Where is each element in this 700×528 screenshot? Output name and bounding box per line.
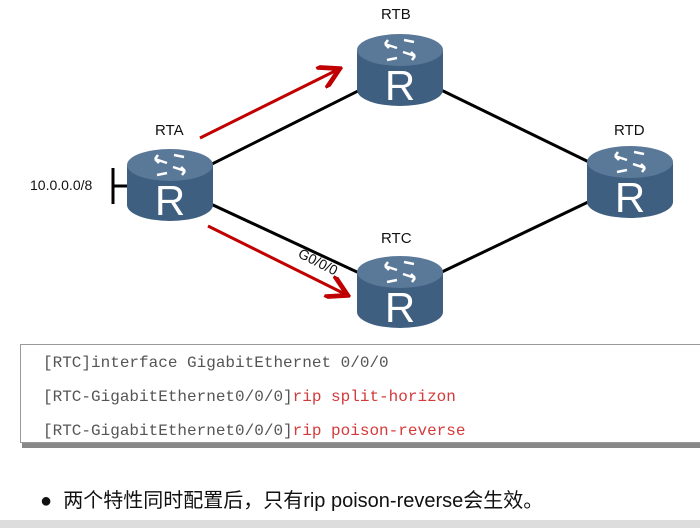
router-icon-rtc: R: [357, 256, 443, 331]
router-label-rtb: RTB: [381, 6, 411, 23]
router-icon-rta: R: [127, 149, 213, 224]
router-icon-rtd: R: [587, 146, 673, 221]
router-label-rta: RTA: [155, 122, 184, 139]
code-line: [RTC-GigabitEthernet0/0/0]rip split-hori…: [43, 388, 456, 406]
bullet-point: ● 两个特性同时配置后，只有rip poison-reverse会生效。: [40, 490, 544, 512]
bottom-bar: [0, 520, 700, 528]
svg-text:R: R: [385, 284, 415, 331]
router-label-rtc: RTC: [381, 230, 412, 247]
code-line: [RTC]interface GigabitEthernet 0/0/0: [43, 354, 389, 372]
svg-text:R: R: [385, 62, 415, 109]
network-label: 10.0.0.0/8: [30, 177, 93, 193]
code-line: [RTC-GigabitEthernet0/0/0]rip poison-rev…: [43, 422, 466, 440]
svg-text:R: R: [155, 177, 185, 224]
config-code-box: [RTC]interface GigabitEthernet 0/0/0 [RT…: [20, 344, 700, 443]
svg-text:R: R: [615, 174, 645, 221]
network-topology: R R R R: [111, 34, 673, 331]
router-label-rtd: RTD: [614, 122, 645, 139]
update-arrow-to-rtc: [207, 224, 345, 294]
update-arrow-to-rtb: [199, 70, 337, 140]
router-icon-rtb: R: [357, 34, 443, 109]
